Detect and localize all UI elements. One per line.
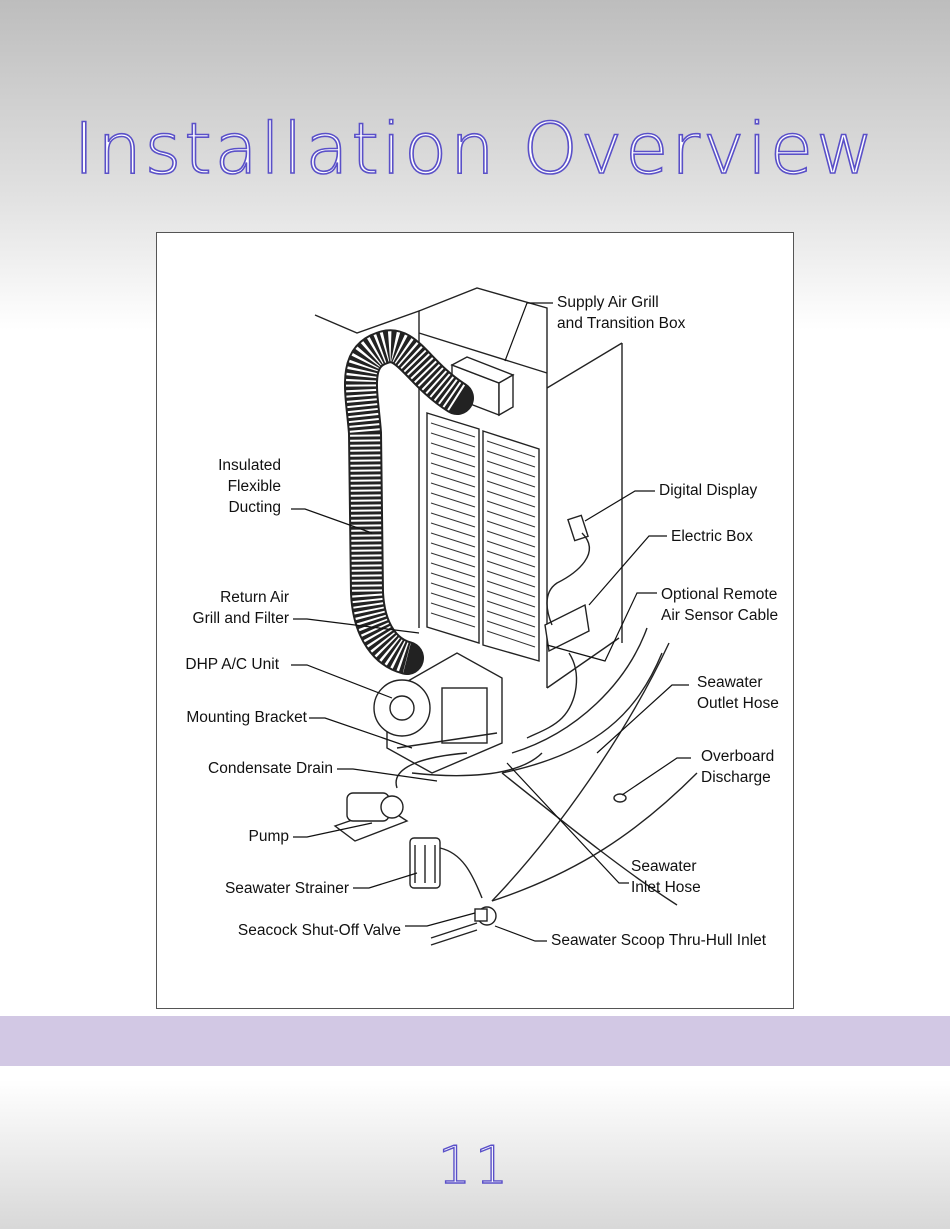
label-transition-box: and Transition Box xyxy=(557,315,686,332)
label-condensate-drain: Condensate Drain xyxy=(208,760,333,777)
label-inlet-hose: Inlet Hose xyxy=(631,879,701,896)
label-ducting: Ducting xyxy=(228,499,281,516)
diagram-labels: Supply Air Grill and Transition Box Insu… xyxy=(185,294,778,949)
label-seawater-outlet: Seawater xyxy=(697,674,762,691)
diagram-drawing: Supply Air Grill and Transition Box Insu… xyxy=(185,287,779,949)
installation-diagram: Supply Air Grill and Transition Box Insu… xyxy=(156,232,794,1009)
label-seawater-strainer: Seawater Strainer xyxy=(225,880,349,897)
label-seawater-inlet: Seawater xyxy=(631,858,696,875)
label-return-air: Return Air xyxy=(220,589,289,606)
leader-lines xyxy=(291,302,691,942)
label-supply-air-grill: Supply Air Grill xyxy=(557,294,659,311)
page-number: 11 xyxy=(437,1135,513,1196)
label-outlet-hose: Outlet Hose xyxy=(697,695,779,712)
label-discharge: Discharge xyxy=(701,769,771,786)
page-title: Installation Overview xyxy=(73,107,877,191)
label-dhp-unit: DHP A/C Unit xyxy=(185,656,279,673)
label-mounting-bracket: Mounting Bracket xyxy=(186,709,307,726)
label-grill-and-filter: Grill and Filter xyxy=(193,610,289,627)
label-overboard: Overboard xyxy=(701,748,774,765)
label-digital-display: Digital Display xyxy=(659,482,757,499)
label-flexible: Flexible xyxy=(228,478,281,495)
label-optional-remote: Optional Remote xyxy=(661,586,777,603)
label-seacock-valve: Seacock Shut-Off Valve xyxy=(238,922,401,939)
label-pump: Pump xyxy=(249,828,290,845)
label-scoop-thru-hull: Seawater Scoop Thru-Hull Inlet xyxy=(551,932,767,949)
label-insulated: Insulated xyxy=(218,457,281,474)
footer-band xyxy=(0,1016,950,1066)
cabinet-drawing xyxy=(314,287,698,946)
label-electric-box: Electric Box xyxy=(671,528,753,545)
label-air-sensor-cable: Air Sensor Cable xyxy=(661,607,778,624)
